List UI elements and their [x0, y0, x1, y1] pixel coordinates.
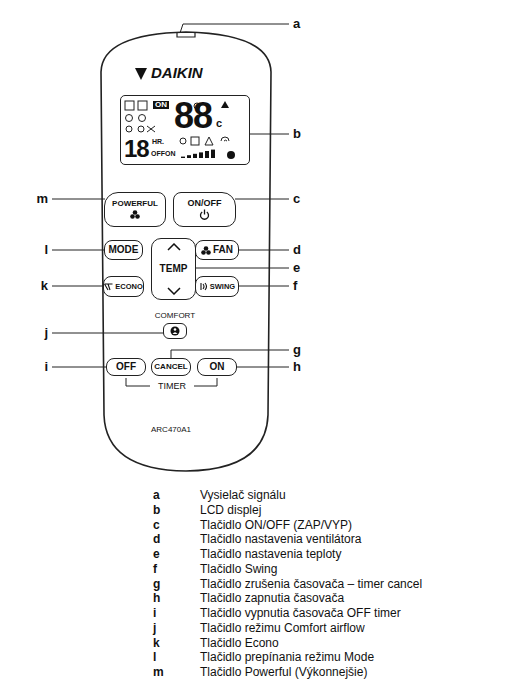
button-label: MODE — [109, 245, 139, 256]
callout-letter: h — [293, 360, 301, 374]
legend-letter: a — [153, 489, 160, 502]
button-label: ECONO — [115, 283, 143, 291]
lcd-indicator: HR. — [152, 138, 164, 145]
remote-button: ON/OFF — [173, 192, 236, 227]
legend-letter: c — [153, 519, 160, 532]
leader-line — [52, 250, 105, 251]
callout-letter: g — [293, 343, 301, 357]
callout-letter: j — [44, 326, 48, 340]
legend-letter: d — [153, 534, 160, 547]
button-label: OFF — [116, 362, 136, 373]
legend-description: Tlačidlo Econo — [200, 637, 279, 650]
callout-letter: b — [293, 127, 301, 141]
lcd-unit: c — [216, 118, 222, 130]
timer-label: TIMER — [156, 382, 188, 392]
button-label: COMFORT — [155, 312, 195, 320]
remote-button: SWING — [195, 276, 239, 297]
legend-letter: i — [153, 607, 156, 620]
legend-letter: h — [153, 593, 160, 606]
comfort-button — [163, 323, 187, 339]
legend-letter: m — [153, 666, 164, 679]
button-label: FAN — [213, 245, 233, 256]
leader-line — [250, 134, 289, 135]
leader-line — [52, 333, 166, 334]
legend-letter: e — [153, 548, 160, 561]
button-label: ON/OFF — [188, 199, 222, 208]
lcd-display: ON 88 c 18HR. OFFON — [120, 95, 250, 165]
callout-letter: k — [41, 279, 48, 293]
legend-letter: f — [153, 563, 157, 576]
legend-description: Tlačidlo zrušenia časovača – timer cance… — [200, 578, 422, 591]
remote-button: COMFORT — [146, 312, 204, 343]
leader-line — [171, 350, 289, 358]
legend-letter: b — [153, 504, 160, 517]
legend-description: Tlačidlo režimu Comfort airflow — [200, 622, 365, 635]
leader-line — [236, 367, 289, 368]
callout-letter: m — [36, 192, 48, 206]
remote-button: ECONO — [103, 276, 144, 297]
leader-line — [235, 199, 289, 200]
leader-line — [238, 250, 289, 251]
callout-letter: l — [44, 243, 48, 257]
legend-letter: l — [153, 652, 156, 665]
button-label: POWERFUL — [112, 200, 158, 208]
lcd-timer-hours: 18 — [124, 136, 149, 161]
remote-body: DAIKINARC470A1ON88c18HR.OFFONPOWERFULON/… — [97, 30, 275, 472]
arrow-down-icon — [167, 287, 181, 295]
legend-description: Tlačidlo prepínania režimu Mode — [200, 652, 374, 665]
button-icon — [199, 209, 210, 220]
remote-button: CANCEL — [151, 358, 191, 376]
arrow-up-icon — [167, 243, 181, 251]
model-number: ARC470A1 — [151, 426, 191, 434]
leader-line — [52, 199, 105, 200]
legend-letter: j — [153, 622, 156, 635]
remote-button: MODE — [104, 240, 143, 260]
legend-description: LCD displej — [200, 504, 261, 517]
remote-button: ON — [197, 358, 237, 376]
leader-line — [195, 268, 289, 269]
legend-description: Tlačidlo zapnutia časovača — [200, 593, 344, 606]
callout-letter: f — [293, 279, 297, 293]
callout-letter: d — [293, 243, 301, 257]
logo-symbol — [135, 68, 147, 80]
lcd-indicator: OFFON — [151, 150, 176, 157]
legend-description: Tlačidlo vypnutia časovača OFF timer — [200, 607, 401, 620]
legend-letter: g — [153, 578, 160, 591]
button-icon — [104, 283, 113, 291]
callout-letter: e — [293, 261, 300, 275]
button-icon — [170, 326, 180, 336]
leader-line — [238, 286, 289, 287]
legend-description: Tlačidlo ON/OFF (ZAP/VYP) — [200, 519, 352, 532]
legend-description: Vysielač signálu — [200, 489, 286, 502]
legend-description: Tlačidlo nastavenia teploty — [200, 548, 341, 561]
callout-letter: c — [293, 192, 300, 206]
legend-letter: k — [153, 637, 160, 650]
lcd-temperature: 88 — [174, 97, 212, 135]
callout-letter: a — [293, 17, 300, 31]
legend-description: Tlačidlo Swing — [200, 563, 277, 576]
timer-bracket — [126, 378, 150, 386]
button-label: CANCEL — [154, 363, 187, 371]
button-label: TEMP — [160, 264, 188, 275]
brand-logo: DAIKIN — [151, 65, 203, 81]
callout-letter: i — [44, 360, 48, 374]
remote-button: TEMP — [151, 238, 196, 300]
leader-line — [52, 367, 107, 368]
button-label: ON — [210, 362, 225, 373]
remote-button: POWERFUL — [104, 192, 166, 227]
button-label: SWING — [210, 283, 235, 291]
remote-button: FAN — [195, 240, 239, 260]
legend-description: Tlačidlo nastavenia ventilátora — [200, 534, 361, 547]
lcd-indicator: ON — [153, 101, 169, 109]
button-icon — [201, 246, 211, 255]
button-icon — [199, 282, 208, 291]
remote-button: OFF — [106, 358, 146, 376]
timer-bracket — [194, 378, 217, 386]
button-icon — [130, 210, 140, 219]
legend-description: Tlačidlo Powerful (Výkonnejšie) — [200, 666, 367, 679]
leader-line — [52, 286, 105, 287]
